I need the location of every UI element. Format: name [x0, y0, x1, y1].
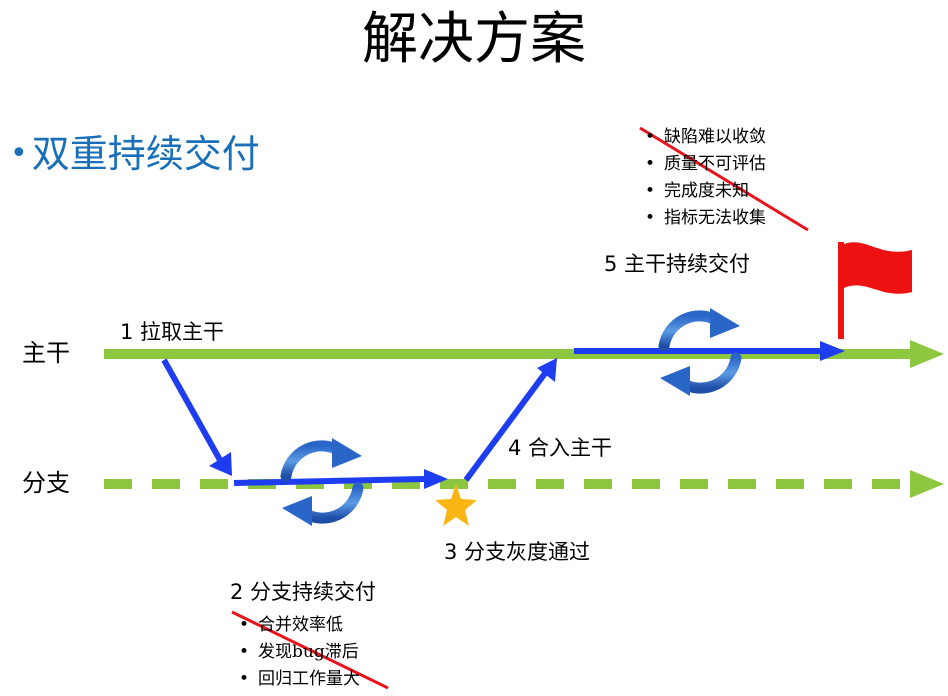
- star-icon: [435, 484, 477, 526]
- step-5-label: 5 主干持续交付: [604, 252, 751, 276]
- list-item: 发现bug滞后: [236, 639, 360, 666]
- list-item: 缺陷难以收敛: [642, 124, 766, 151]
- bullet-marker: •: [10, 136, 28, 171]
- flag-icon: [838, 242, 912, 339]
- branch-problems-list: 合并效率低 发现bug滞后 回归工作量大: [236, 612, 360, 693]
- list-item: 指标无法收集: [642, 205, 766, 232]
- trunk-label: 主干: [22, 339, 70, 367]
- trunk-delivery-arrow: [574, 341, 845, 361]
- list-item: 质量不可评估: [642, 151, 766, 178]
- branch-delivery-arrow: [233, 469, 448, 489]
- merge-trunk-arrow: [463, 358, 557, 482]
- step-1-label: 1 拉取主干: [120, 320, 225, 344]
- list-item: 完成度未知: [642, 178, 766, 205]
- page-title: 解决方案: [362, 7, 586, 72]
- branch-lane: [104, 470, 944, 498]
- step-2-label: 2 分支持续交付: [230, 580, 377, 604]
- trunk-problems-list: 缺陷难以收敛 质量不可评估 完成度未知 指标无法收集: [642, 124, 766, 232]
- section-heading-text: 双重持续交付: [31, 132, 260, 176]
- pull-trunk-arrow: [161, 358, 232, 476]
- branch-label: 分支: [22, 469, 70, 497]
- section-heading: •双重持续交付: [10, 128, 260, 180]
- list-item: 回归工作量大: [236, 666, 360, 693]
- step-3-label: 3 分支灰度通过: [444, 540, 591, 564]
- step-4-label: 4 合入主干: [508, 436, 613, 460]
- list-item: 合并效率低: [236, 612, 360, 639]
